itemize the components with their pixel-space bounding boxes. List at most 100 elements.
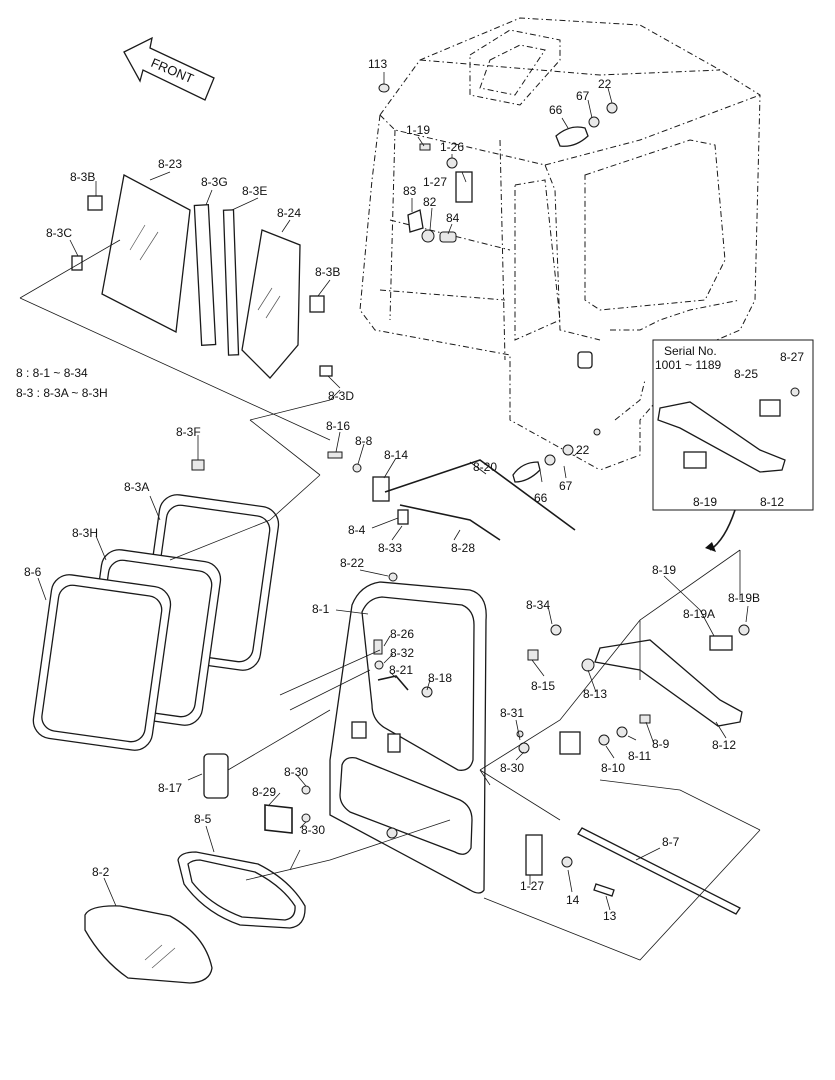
label-8-3D: 8-3D (328, 389, 354, 403)
label-8-3F: 8-3F (176, 425, 201, 439)
seal-8-3E (222, 209, 240, 356)
part-8-3F (191, 459, 205, 471)
label-8-18: 8-18 (428, 671, 452, 685)
part-8-3B-b (309, 295, 325, 313)
label-8-8: 8-8 (355, 434, 373, 448)
label-8-5: 8-5 (194, 812, 212, 826)
label-66-lower: 66 (534, 491, 548, 505)
label-84: 84 (446, 211, 460, 225)
label-8-3H: 8-3H (72, 526, 98, 540)
note-8-3: 8-3 : 8-3A ~ 8-3H (16, 386, 108, 400)
label-8-30-top: 8-30 (284, 765, 308, 779)
hinge-1-27 (525, 834, 615, 897)
label-8-31: 8-31 (500, 706, 524, 720)
label-8-3E: 8-3E (242, 184, 267, 198)
label-67: 67 (576, 89, 590, 103)
label-8-33: 8-33 (378, 541, 402, 555)
label-22: 22 (598, 77, 612, 91)
glass-8-24 (241, 229, 301, 379)
label-22-lower: 22 (576, 443, 590, 457)
label-1-27-lower: 1-27 (520, 879, 544, 893)
label-8-12: 8-12 (712, 738, 736, 752)
label-8-3A: 8-3A (124, 480, 149, 494)
label-8-21: 8-21 (389, 663, 413, 677)
label-8-9: 8-9 (652, 737, 670, 751)
part-8-3B-a (87, 195, 103, 211)
leader-lines (19, 72, 761, 961)
part-labels: 113 22 67 66 1-19 1-26 1-27 83 82 84 8-3… (24, 57, 804, 923)
label-8-27: 8-27 (780, 350, 804, 364)
label-13: 13 (603, 909, 617, 923)
label-1-19: 1-19 (406, 123, 430, 137)
note-8: 8 : 8-1 ~ 8-34 (16, 366, 88, 380)
handles (203, 624, 750, 834)
label-66: 66 (549, 103, 563, 117)
label-8-28: 8-28 (451, 541, 475, 555)
part-113 (378, 83, 390, 93)
label-8-19A: 8-19A (683, 607, 715, 621)
label-8-7: 8-7 (662, 835, 680, 849)
label-113: 113 (368, 57, 387, 71)
handle-8-12 (594, 639, 743, 727)
label-14: 14 (566, 893, 580, 907)
part-66-top (555, 126, 589, 147)
label-8-26: 8-26 (390, 627, 414, 641)
serial-detail-box: Serial No. 1001 ~ 1189 (652, 339, 814, 552)
label-8-20: 8-20 (473, 460, 497, 474)
label-8-3B-right: 8-3B (315, 265, 340, 279)
label-8-6: 8-6 (24, 565, 42, 579)
label-8-10: 8-10 (601, 761, 625, 775)
label-8-19: 8-19 (652, 563, 676, 577)
label-82: 82 (423, 195, 437, 209)
seal-8-3G (193, 204, 217, 346)
label-8-14: 8-14 (384, 448, 408, 462)
label-1-27: 1-27 (423, 175, 447, 189)
front-arrow: FRONT (123, 36, 215, 101)
label-8-17: 8-17 (158, 781, 182, 795)
label-8-13: 8-13 (583, 687, 607, 701)
part-8-14 (372, 476, 390, 502)
lower-window (84, 827, 741, 984)
part-8-29 (264, 804, 293, 834)
label-8-12-detail: 8-12 (760, 495, 784, 509)
door-8-1 (329, 581, 487, 894)
glass-8-2 (84, 905, 213, 984)
label-8-3B: 8-3B (70, 170, 95, 184)
hinge-1-27-top (455, 171, 473, 203)
label-67-lower: 67 (559, 479, 573, 493)
label-8-15: 8-15 (531, 679, 555, 693)
weatherstrip-frames (32, 459, 280, 751)
part-8-3D (319, 365, 333, 377)
label-8-19B: 8-19B (728, 591, 760, 605)
label-8-4: 8-4 (348, 523, 366, 537)
label-8-32: 8-32 (390, 646, 414, 660)
serial-title: Serial No. (664, 344, 717, 358)
label-8-29: 8-29 (252, 785, 276, 799)
label-8-3C: 8-3C (46, 226, 72, 240)
door-hardware (327, 451, 576, 754)
label-8-24: 8-24 (277, 206, 301, 220)
label-1-26: 1-26 (440, 140, 464, 154)
label-8-3G: 8-3G (201, 175, 228, 189)
label-8-19-detail: 8-19 (693, 495, 717, 509)
label-8-16: 8-16 (326, 419, 350, 433)
label-8-34: 8-34 (526, 598, 550, 612)
part-8-17 (203, 753, 229, 799)
part-66-bottom (512, 461, 541, 483)
label-8-2: 8-2 (92, 865, 110, 879)
cab-frame (359, 17, 761, 471)
label-8-30-bottom: 8-30 (301, 823, 325, 837)
label-8-25: 8-25 (734, 367, 758, 381)
label-8-11: 8-11 (628, 749, 651, 763)
part-8-3C (71, 255, 83, 271)
label-83: 83 (403, 184, 417, 198)
upper-windows (71, 174, 333, 379)
label-8-1: 8-1 (312, 602, 330, 616)
cab-hardware (378, 83, 618, 483)
glass-8-23 (101, 174, 191, 334)
serial-range: 1001 ~ 1189 (655, 358, 722, 372)
label-8-23: 8-23 (158, 157, 182, 171)
label-8-22: 8-22 (340, 556, 364, 570)
